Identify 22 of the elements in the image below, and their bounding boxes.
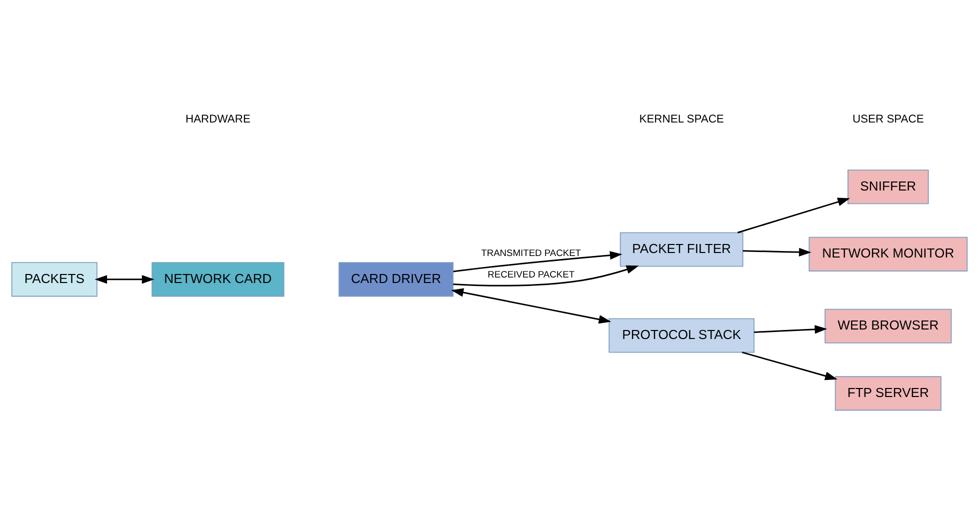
node-box: SNIFFER bbox=[848, 169, 929, 204]
edge-label: TRANSMITED PACKET bbox=[481, 248, 582, 258]
node-box: PROTOCOL STACK bbox=[608, 318, 754, 352]
arrow bbox=[742, 247, 812, 256]
arrow bbox=[754, 324, 828, 334]
edge-label: RECEIVED PACKET bbox=[488, 269, 575, 280]
arrow bbox=[94, 274, 154, 284]
arrow bbox=[742, 351, 838, 380]
node-box: PACKET FILTER bbox=[620, 232, 744, 266]
arrow bbox=[451, 288, 612, 324]
arrow bbox=[453, 264, 639, 286]
node-box: NETWORK MONITOR bbox=[808, 236, 968, 271]
label: USER SPACE bbox=[852, 112, 924, 125]
node-box: PACKETS bbox=[11, 262, 98, 296]
node-box: NETWORK CARD bbox=[152, 262, 284, 296]
arrow bbox=[453, 250, 622, 272]
node-box: FTP SERVER bbox=[834, 376, 942, 410]
arrow bbox=[737, 197, 850, 233]
node-box: CARD DRIVER bbox=[338, 262, 454, 296]
label: HARDWARE bbox=[185, 112, 250, 125]
label: KERNEL SPACE bbox=[639, 112, 724, 125]
node-box: WEB BROWSER bbox=[824, 308, 952, 343]
